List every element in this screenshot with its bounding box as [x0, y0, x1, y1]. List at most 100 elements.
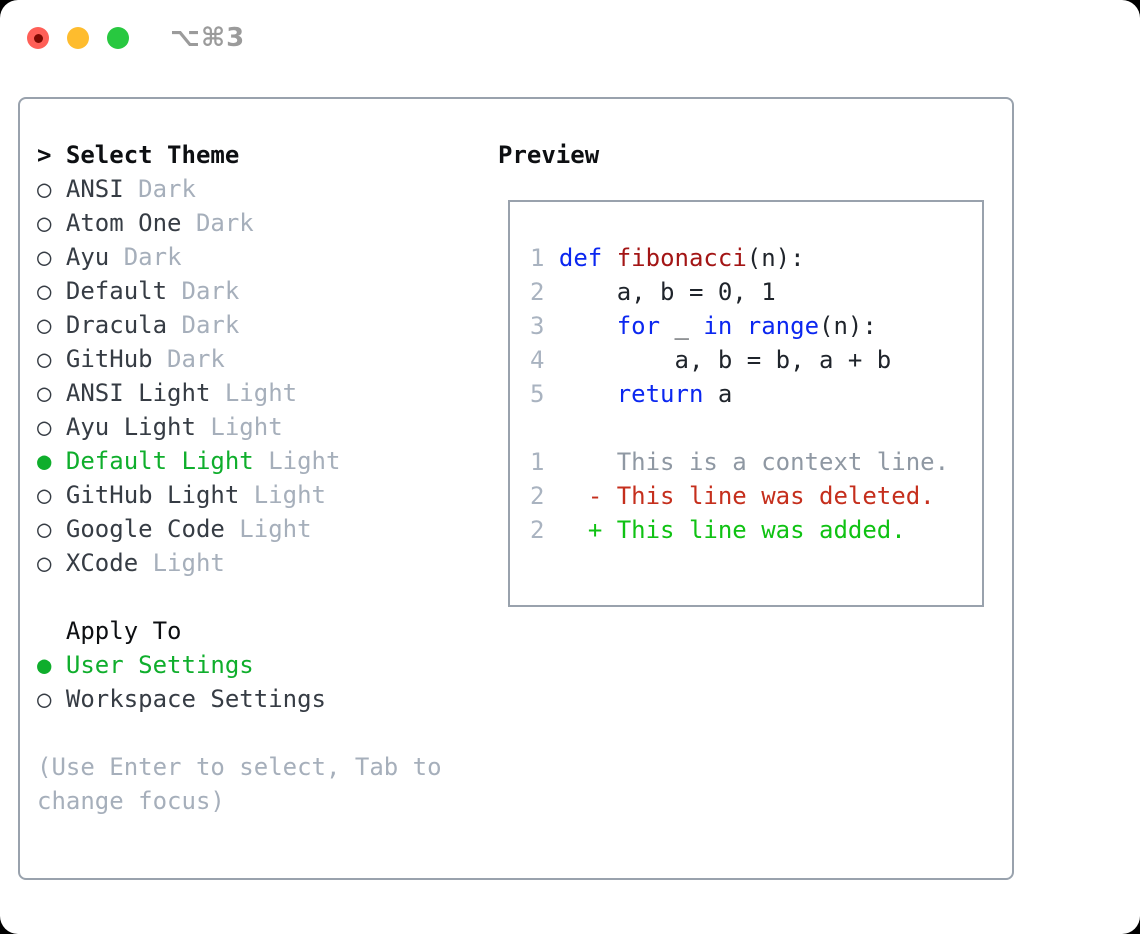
code-token [559, 380, 617, 408]
line-number: 2 [530, 482, 559, 510]
code-token [602, 244, 616, 272]
preview-line: 2 + This line was added. [530, 513, 970, 547]
theme-option-ansi-light[interactable]: ○ ANSI Light Light [37, 376, 498, 410]
preview-line: 4 a, b = b, a + b [530, 343, 970, 377]
code-token: in [703, 312, 733, 340]
theme-list: ○ ANSI Dark○ Atom One Dark○ Ayu Dark○ De… [37, 172, 498, 580]
radio-icon: ○ [37, 345, 66, 373]
preview-line: 2 a, b = 0, 1 [530, 275, 970, 309]
theme-variant: Dark [167, 311, 240, 339]
theme-option-ayu[interactable]: ○ Ayu Dark [37, 240, 498, 274]
radio-icon: ○ [37, 481, 66, 509]
theme-variant: Light [239, 481, 326, 509]
code-token: (n): [746, 244, 805, 272]
radio-icon: ○ [37, 379, 66, 407]
theme-option-xcode[interactable]: ○ XCode Light [37, 546, 498, 580]
radio-selected-icon: ● [37, 447, 66, 475]
theme-name: Atom One [65, 209, 182, 237]
theme-variant: Dark [152, 345, 225, 373]
theme-variant: Dark [123, 175, 196, 203]
window-title: ⌥⌘3 [170, 23, 246, 53]
theme-option-atom-one[interactable]: ○ Atom One Dark [37, 206, 498, 240]
radio-icon: ○ [37, 311, 66, 339]
theme-picker-heading-label: Select Theme [65, 141, 240, 169]
theme-option-github-light[interactable]: ○ GitHub Light Light [37, 478, 498, 512]
unsaved-changes-dot-icon [33, 33, 43, 43]
radio-selected-icon: ● [37, 651, 66, 679]
preview-line: 5 return a [530, 377, 970, 411]
apply-to-heading-label: Apply To [65, 617, 182, 645]
theme-variant: Light [210, 379, 298, 407]
apply-to-heading: Apply To [37, 614, 498, 648]
theme-variant: Light [195, 413, 283, 441]
code-token: (n): [819, 312, 877, 340]
theme-name: Ayu Light [65, 413, 196, 441]
code-token: a, b = 0, 1 [558, 278, 776, 306]
theme-name: XCode [65, 549, 139, 577]
hint-text-line2: change focus) [37, 787, 225, 815]
line-number: 5 [530, 380, 559, 408]
apply-option-user-settings[interactable]: ● User Settings [37, 648, 498, 682]
radio-icon: ○ [37, 209, 66, 237]
line-number: 3 [530, 312, 559, 340]
code-token: def [558, 244, 603, 272]
theme-option-ansi[interactable]: ○ ANSI Dark [37, 172, 498, 206]
line-number: 1 [530, 244, 559, 272]
theme-option-dracula[interactable]: ○ Dracula Dark [37, 308, 498, 342]
code-token: - This line was deleted. [587, 482, 935, 510]
preview-line: 3 for _ in range(n): [530, 309, 970, 343]
theme-name: GitHub [65, 345, 153, 373]
theme-name: GitHub Light [65, 481, 240, 509]
theme-name: Default [65, 277, 168, 305]
line-number: 2 [530, 516, 559, 544]
theme-variant: Dark [167, 277, 240, 305]
code-token: a [703, 380, 733, 408]
theme-name: Ayu [65, 243, 110, 271]
radio-icon: ○ [37, 413, 66, 441]
theme-variant: Dark [181, 209, 254, 237]
radio-icon: ○ [37, 175, 66, 203]
code-token [559, 312, 617, 340]
preview-line: 2 - This line was deleted. [530, 479, 970, 513]
theme-option-default-light[interactable]: ● Default Light Light [37, 444, 498, 478]
code-token [732, 312, 746, 340]
code-token: This is a context line. [558, 448, 950, 476]
theme-name: ANSI Light [65, 379, 211, 407]
theme-variant: Dark [109, 243, 182, 271]
theme-name: Dracula [65, 311, 168, 339]
close-button[interactable] [27, 27, 49, 49]
preview-line [530, 411, 970, 445]
apply-to-list: ● User Settings○ Workspace Settings [37, 648, 498, 716]
code-token [559, 516, 588, 544]
theme-option-google-code[interactable]: ○ Google Code Light [37, 512, 498, 546]
zoom-button[interactable] [107, 27, 129, 49]
radio-icon: ○ [37, 685, 66, 713]
code-token: fibonacci [616, 244, 747, 272]
line-number: 4 [530, 346, 559, 374]
apply-option-workspace-settings[interactable]: ○ Workspace Settings [37, 682, 498, 716]
apply-option-label: User Settings [65, 651, 254, 679]
code-token: a, b = b, a + b [558, 346, 892, 374]
section-gap [37, 716, 498, 750]
theme-option-default[interactable]: ○ Default Dark [37, 274, 498, 308]
section-gap [37, 580, 498, 614]
theme-variant: Light [224, 515, 312, 543]
theme-name: Google Code [65, 515, 225, 543]
theme-option-ayu-light[interactable]: ○ Ayu Light Light [37, 410, 498, 444]
code-token [559, 482, 588, 510]
radio-icon: ○ [37, 515, 66, 543]
apply-option-label: Workspace Settings [65, 685, 326, 713]
line-number: 1 [530, 448, 559, 476]
theme-picker-indent [51, 141, 65, 169]
focus-caret-icon: > [37, 141, 52, 169]
minimize-button[interactable] [67, 27, 89, 49]
code-token: for [616, 312, 661, 340]
titlebar: ⌥⌘3 [27, 23, 246, 53]
radio-icon: ○ [37, 549, 66, 577]
theme-picker-heading: > Select Theme [37, 138, 498, 172]
right-column: Preview 1 def fibonacci(n):2 a, b = 0, 1… [498, 138, 1012, 878]
theme-option-github[interactable]: ○ GitHub Dark [37, 342, 498, 376]
line-number [530, 414, 559, 442]
